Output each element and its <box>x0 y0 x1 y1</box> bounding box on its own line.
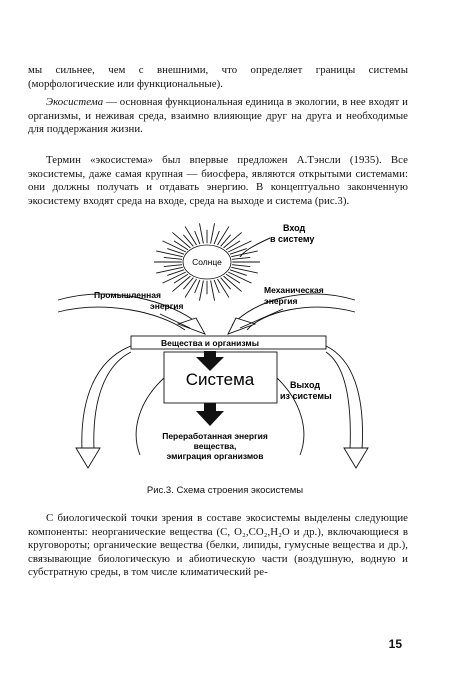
sun-ray <box>213 230 220 245</box>
sun-ray <box>229 248 247 255</box>
sun-ray <box>163 256 183 260</box>
sun-ray <box>156 250 183 258</box>
sun-ray <box>229 269 247 276</box>
sun-ray <box>231 266 258 274</box>
sun-icon <box>154 223 260 301</box>
sun-ray <box>183 234 194 247</box>
ecosystem-definition: — основная функциональная единица в экол… <box>28 96 408 136</box>
sun-ray <box>210 280 215 301</box>
paragraph-term-history-text: Термин «экосистема» был впервые предложе… <box>28 154 408 207</box>
sun-ray <box>194 279 201 294</box>
input-label-line2: в систему <box>270 234 314 244</box>
paragraph-bottom: С биологической точки зрения в составе э… <box>28 512 408 580</box>
output-label-line2: из системы <box>280 391 332 401</box>
mechanical-arrow <box>239 308 284 329</box>
processed-label-line2: вещества, <box>194 441 237 451</box>
mechanical-label-line1: Механическая <box>264 285 324 295</box>
sun-ray <box>220 277 231 290</box>
input-label-line1: Вход <box>283 223 306 233</box>
sun-ray <box>173 240 189 251</box>
sun-ray <box>225 273 241 284</box>
paragraph-top: мы сильнее, чем с внешними, что определя… <box>28 64 408 91</box>
sun-ray <box>231 264 251 268</box>
sun-ray <box>220 234 231 247</box>
paragraph-ecosystem-text: Экосистема — основная функциональная еди… <box>28 96 408 137</box>
paragraph-ecosystem: Экосистема — основная функциональная еди… <box>28 96 408 137</box>
ecosystem-term: Экосистема <box>46 96 104 108</box>
substances-box <box>130 335 327 350</box>
output-label-line1: Выход <box>290 380 320 390</box>
sun-ray <box>167 248 185 255</box>
mechanical-label-line2: энергия <box>264 296 298 306</box>
output-arrowheads <box>75 447 369 469</box>
page-number: 15 <box>388 637 402 651</box>
industrial-label-line1: Промышленная <box>94 290 161 300</box>
paragraph-top-text: мы сильнее, чем с внешними, что определя… <box>28 64 408 90</box>
sun-ray <box>231 250 258 258</box>
sun-ray <box>156 266 183 274</box>
sun-ray <box>210 223 215 244</box>
inner-arrow-top <box>196 351 224 371</box>
sun-disc <box>182 244 232 280</box>
input-arrow-curve <box>239 237 271 258</box>
sun-ray <box>228 240 252 253</box>
sun-ray <box>231 256 251 260</box>
processed-label-line3: эмиграция организмов <box>167 451 264 461</box>
inner-arrow-bottom <box>196 403 224 426</box>
sun-ray <box>172 232 191 249</box>
sun-ray <box>199 223 204 244</box>
sun-ray <box>225 240 241 251</box>
sun-ray <box>217 226 230 246</box>
sun-ray <box>194 230 201 245</box>
sun-ray <box>213 279 220 294</box>
sun-ray <box>199 280 204 301</box>
sun-ray <box>162 240 186 253</box>
sun-ray <box>223 275 242 292</box>
sun-ray <box>172 275 191 292</box>
sun-ray <box>228 271 252 284</box>
processed-label-line1: Переработанная энергия <box>162 431 268 441</box>
output-arrows <box>81 345 363 456</box>
paragraph-bottom-text: С биологической точки зрения в составе э… <box>28 512 408 579</box>
sun-ray <box>167 269 185 276</box>
system-label: Система <box>186 370 255 389</box>
sun-ray <box>183 277 194 290</box>
sun-ray <box>184 278 197 298</box>
industrial-arrow <box>159 313 191 329</box>
figure-caption: Рис.3. Схема строения экосистемы <box>146 485 304 496</box>
sun-ray <box>223 232 242 249</box>
sun-ray <box>163 264 183 268</box>
sun-ray <box>184 226 197 246</box>
substances-label: Вещества и организмы <box>161 338 259 348</box>
sun-label: Солнце <box>192 257 222 267</box>
input-arrowheads <box>176 317 257 335</box>
sun-ray <box>162 271 186 284</box>
sun-ray <box>173 273 189 284</box>
ecosystem-diagram: Солнце Вход в систему Промышленная энерг… <box>57 223 369 469</box>
sun-ray <box>217 278 230 298</box>
paragraph-term-history: Термин «экосистема» был впервые предложе… <box>28 154 408 208</box>
